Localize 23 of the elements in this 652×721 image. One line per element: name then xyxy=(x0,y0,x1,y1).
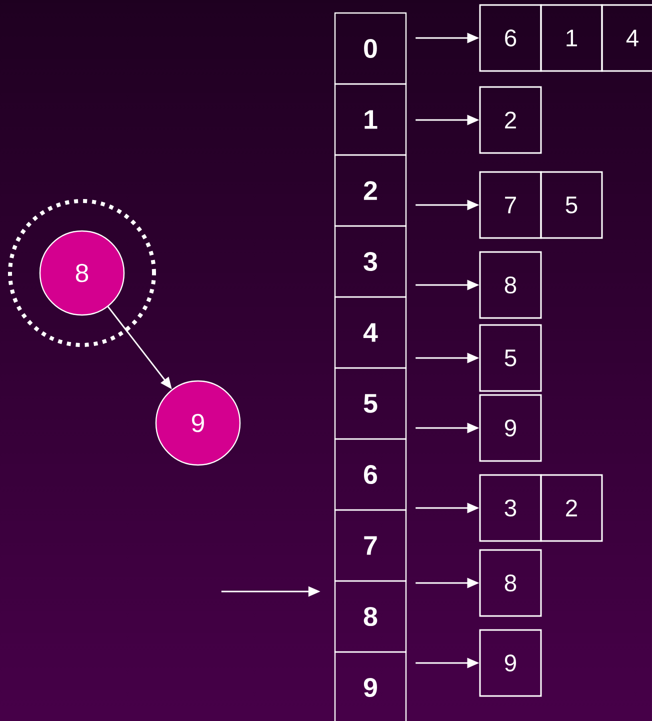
array-cell: 4 xyxy=(334,296,407,369)
list-cell: 5 xyxy=(540,171,603,239)
list-cell: 1 xyxy=(540,4,603,72)
list-cell: 9 xyxy=(479,394,542,462)
array-cell: 3 xyxy=(334,225,407,298)
list-cell: 5 xyxy=(479,324,542,392)
array-cell: 0 xyxy=(334,12,407,85)
array-cell: 1 xyxy=(334,83,407,156)
array-cell: 9 xyxy=(334,651,407,721)
list-cell: 2 xyxy=(540,474,603,542)
list-cell: 3 xyxy=(479,474,542,542)
array-cell: 5 xyxy=(334,367,407,440)
list-cell: 7 xyxy=(479,171,542,239)
list-cell: 6 xyxy=(479,4,542,72)
list-cell: 8 xyxy=(479,251,542,319)
list-cell: 4 xyxy=(601,4,652,72)
list-cell: 8 xyxy=(479,549,542,617)
array-cell: 6 xyxy=(334,438,407,511)
list-cell: 2 xyxy=(479,86,542,154)
array-cell: 8 xyxy=(334,580,407,653)
array-cell: 7 xyxy=(334,509,407,582)
array-cell: 2 xyxy=(334,154,407,227)
list-cell: 9 xyxy=(479,629,542,697)
